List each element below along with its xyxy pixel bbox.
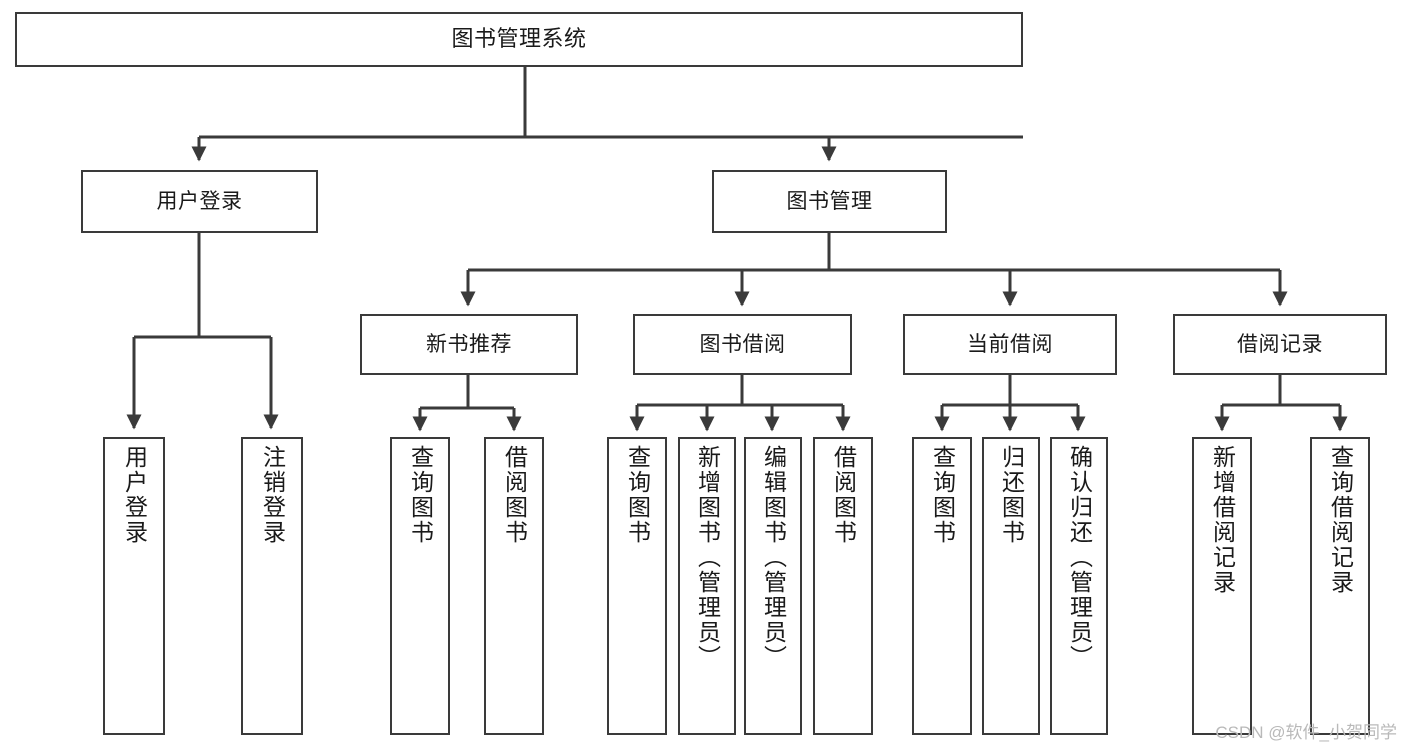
node-new-book-recommendation[interactable]: 新书推荐 (360, 314, 578, 375)
node-label: 新增借阅记录 (1209, 445, 1236, 595)
leaf-query-borrow-record[interactable]: 查询借阅记录 (1310, 437, 1370, 735)
node-user-login[interactable]: 用户登录 (81, 170, 318, 233)
node-label: 查询借阅记录 (1327, 445, 1354, 595)
node-borrow-records[interactable]: 借阅记录 (1173, 314, 1387, 375)
node-label: 查询图书 (407, 445, 434, 545)
node-label: 借阅图书 (501, 445, 528, 545)
node-label: 新增图书（管理员） (694, 445, 721, 670)
node-label: 当前借阅 (967, 332, 1053, 356)
node-label: 借阅图书 (830, 445, 857, 545)
node-label: 查询图书 (624, 445, 651, 545)
node-label: 用户登录 (156, 189, 243, 213)
leaf-add-borrow-record[interactable]: 新增借阅记录 (1192, 437, 1252, 735)
leaf-query-books-current[interactable]: 查询图书 (912, 437, 972, 735)
node-book-borrowing[interactable]: 图书借阅 (633, 314, 852, 375)
node-book-management[interactable]: 图书管理 (712, 170, 947, 233)
node-label: 图书借阅 (699, 332, 786, 356)
node-root-system[interactable]: 图书管理系统 (15, 12, 1023, 67)
leaf-edit-book-admin[interactable]: 编辑图书（管理员） (744, 437, 802, 735)
leaf-user-login[interactable]: 用户登录 (103, 437, 165, 735)
node-current-borrowing[interactable]: 当前借阅 (903, 314, 1117, 375)
node-label: 归还图书 (998, 445, 1025, 545)
leaf-add-book-admin[interactable]: 新增图书（管理员） (678, 437, 736, 735)
node-label: 确认归还（管理员） (1066, 445, 1093, 670)
node-label: 借阅记录 (1237, 332, 1323, 356)
node-label: 新书推荐 (426, 332, 512, 356)
leaf-borrow-books[interactable]: 借阅图书 (813, 437, 873, 735)
node-label: 图书管理 (786, 189, 873, 213)
node-label: 查询图书 (929, 445, 956, 545)
watermark-text: CSDN @软件_小贺同学 (1215, 723, 1397, 742)
leaf-borrow-books-newbook[interactable]: 借阅图书 (484, 437, 544, 735)
leaf-return-books[interactable]: 归还图书 (982, 437, 1040, 735)
node-label: 编辑图书（管理员） (760, 445, 787, 670)
node-label: 用户登录 (121, 445, 148, 545)
node-label: 图书管理系统 (451, 26, 587, 52)
leaf-user-logout[interactable]: 注销登录 (241, 437, 303, 735)
leaf-confirm-return-admin[interactable]: 确认归还（管理员） (1050, 437, 1108, 735)
leaf-query-books-borrow[interactable]: 查询图书 (607, 437, 667, 735)
leaf-query-books-newbook[interactable]: 查询图书 (390, 437, 450, 735)
node-label: 注销登录 (259, 445, 286, 545)
